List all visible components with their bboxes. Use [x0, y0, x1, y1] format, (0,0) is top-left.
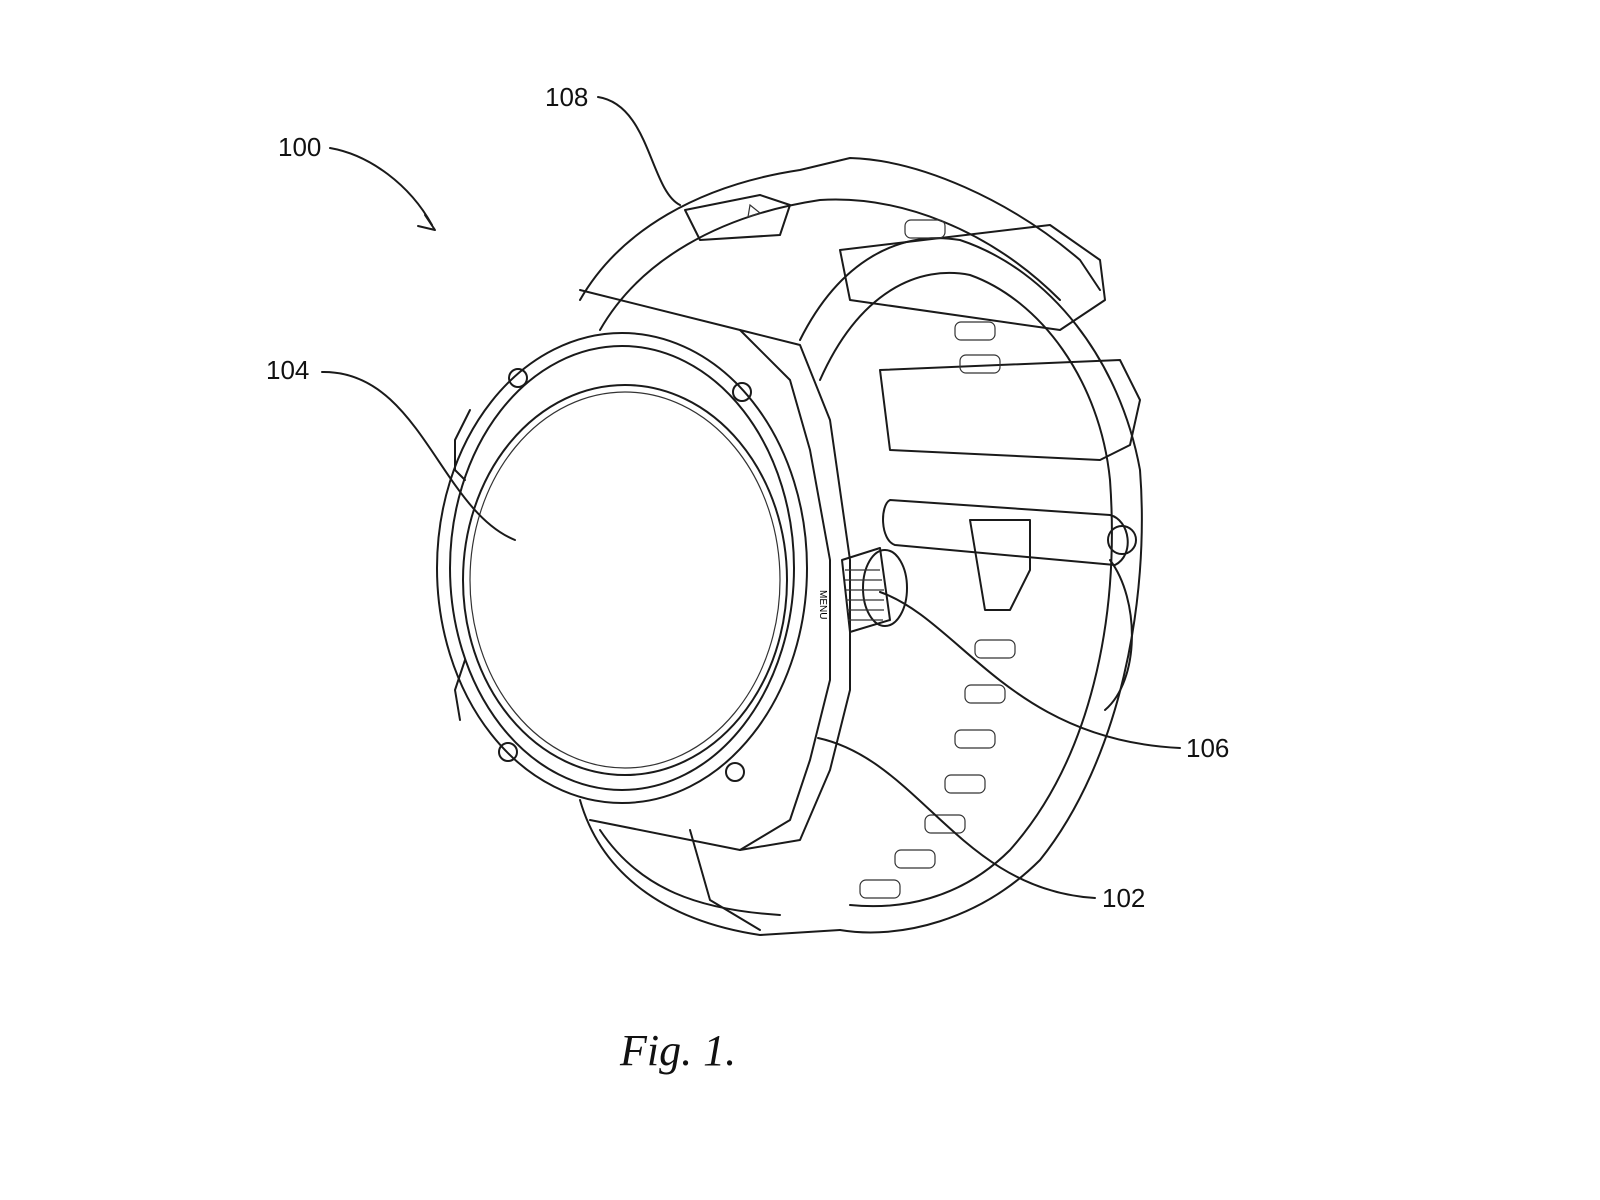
leader-lines [321, 96, 1181, 899]
figure-caption: Fig. 1. [619, 1026, 736, 1075]
display-screen [462, 384, 788, 776]
watch-band [579, 157, 1143, 936]
ref-label-102: 102 [1102, 883, 1145, 913]
crown-text: MENU [817, 590, 828, 619]
watch-housing [436, 289, 851, 931]
ref-label-106: 106 [1186, 733, 1229, 763]
ref-label-100: 100 [278, 132, 321, 162]
crown-button: MENU [817, 547, 908, 633]
bezel-screws [498, 368, 752, 782]
ref-label-108: 108 [545, 82, 588, 112]
ref-label-104: 104 [266, 355, 309, 385]
